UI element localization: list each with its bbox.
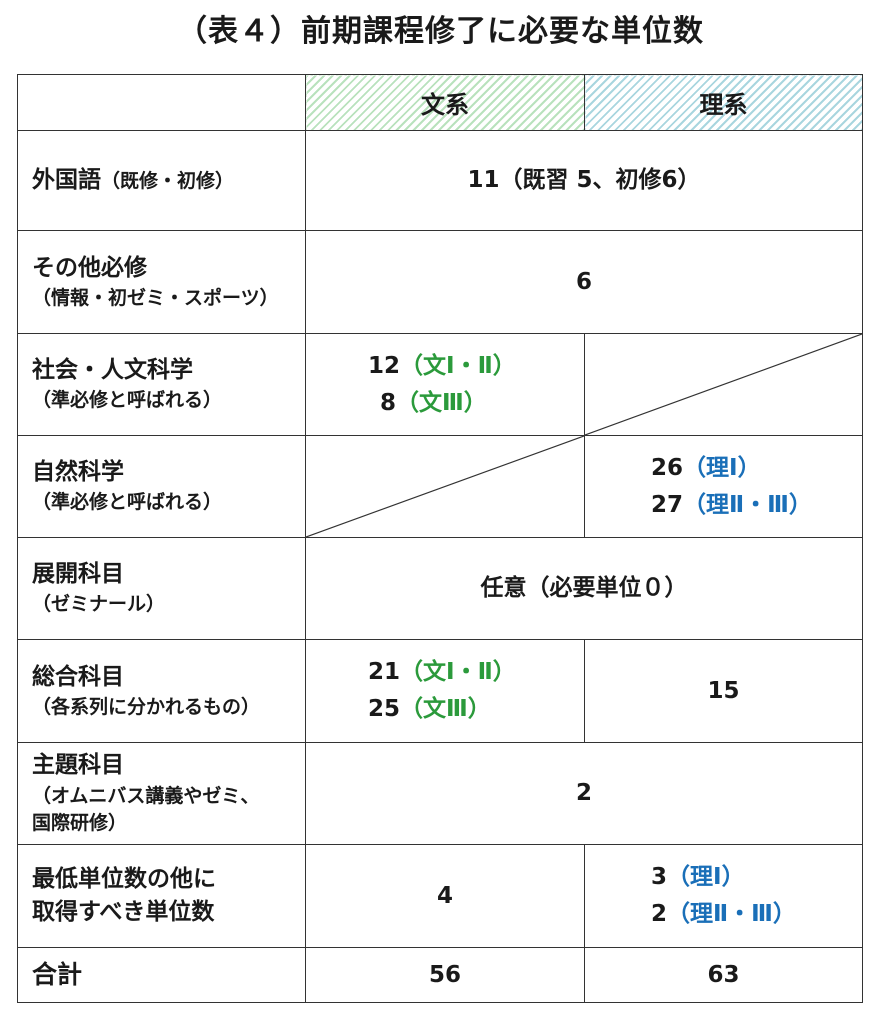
value-number: 12 bbox=[368, 352, 401, 379]
value-number: 21 bbox=[368, 659, 401, 686]
row-label-main: 総合科目 bbox=[32, 663, 124, 690]
table-row: 外国語（既修・初修） 11（既習 5、初修6） bbox=[17, 130, 863, 231]
row-label: 合計 bbox=[17, 947, 306, 1003]
row-label-main: 自然科学 bbox=[32, 459, 124, 486]
value-number: 3 bbox=[651, 864, 668, 891]
bunkei-value-cell: 21（文Ⅰ・Ⅱ） 25（文Ⅲ） bbox=[305, 639, 585, 743]
rikei-value-cell: 3（理Ⅰ） 2（理Ⅱ・Ⅲ） bbox=[584, 844, 863, 948]
table-row-total: 合計 56 63 bbox=[17, 947, 863, 1003]
rikei-total: 63 bbox=[584, 947, 863, 1003]
row-label-main: 合計 bbox=[32, 959, 83, 989]
table-row: その他必修 （情報・初ゼミ・スポーツ） 6 bbox=[17, 230, 863, 334]
value-note: （文Ⅰ・Ⅱ） bbox=[400, 659, 516, 686]
value-number: 2 bbox=[651, 901, 668, 927]
row-label-sub: （既修・初修） bbox=[101, 169, 235, 192]
row-value: 11（既習 5、初修6） bbox=[305, 130, 863, 231]
row-value: 2 bbox=[305, 742, 863, 845]
bunkei-value-cell: 12（文Ⅰ・Ⅱ） 8（文Ⅲ） bbox=[305, 333, 585, 436]
row-label: 自然科学 （準必修と呼ばれる） bbox=[17, 435, 306, 538]
row-value: 6 bbox=[305, 230, 863, 334]
header-bunkei: 文系 bbox=[305, 74, 585, 131]
value-note: （理Ⅱ・Ⅲ） bbox=[683, 491, 812, 518]
row-label-sub: （準必修と呼ばれる） bbox=[32, 491, 223, 514]
row-label: 最低単位数の他に 取得すべき単位数 bbox=[17, 844, 306, 948]
value-number: 26 bbox=[651, 454, 684, 481]
row-label-sub: 国際研修） bbox=[32, 812, 128, 835]
value-note: （文Ⅲ） bbox=[400, 696, 491, 722]
row-label-main: 展開科目 bbox=[32, 561, 124, 588]
table-row: 最低単位数の他に 取得すべき単位数 4 3（理Ⅰ） 2（理Ⅱ・Ⅲ） bbox=[17, 844, 863, 948]
rikei-value-cell: 26（理Ⅰ） 27（理Ⅱ・Ⅲ） bbox=[584, 435, 863, 538]
value-note: （理Ⅱ・Ⅲ） bbox=[667, 901, 796, 927]
row-label-sub: （準必修と呼ばれる） bbox=[32, 389, 223, 412]
row-label-main: 最低単位数の他に bbox=[32, 865, 216, 892]
row-label-main: 主題科目 bbox=[32, 752, 124, 779]
row-label-sub: （オムニバス講義やゼミ、 bbox=[32, 784, 260, 807]
row-label: 外国語（既修・初修） bbox=[17, 130, 306, 231]
header-rikei: 理系 bbox=[584, 74, 863, 131]
value-note: （理Ⅰ） bbox=[683, 454, 761, 481]
row-label-sub: （ゼミナール） bbox=[32, 593, 166, 616]
value-note: （文Ⅰ・Ⅱ） bbox=[400, 352, 516, 379]
row-label: 総合科目 （各系列に分かれるもの） bbox=[17, 639, 306, 743]
row-label-sub: （情報・初ゼミ・スポーツ） bbox=[32, 286, 279, 309]
header-empty-cell bbox=[17, 74, 306, 131]
header-row: 文系 理系 bbox=[17, 74, 863, 131]
bunkei-total: 56 bbox=[305, 947, 585, 1003]
row-label-main: 社会・人文科学 bbox=[32, 357, 193, 384]
row-value: 任意（必要単位０） bbox=[305, 537, 863, 640]
row-label: その他必修 （情報・初ゼミ・スポーツ） bbox=[17, 230, 306, 334]
table-row: 展開科目 （ゼミナール） 任意（必要単位０） bbox=[17, 537, 863, 640]
rikei-value-cell: 15 bbox=[584, 639, 863, 743]
row-label: 社会・人文科学 （準必修と呼ばれる） bbox=[17, 333, 306, 436]
row-label-main: 外国語 bbox=[32, 166, 101, 193]
table-row: 主題科目 （オムニバス講義やゼミ、 国際研修） 2 bbox=[17, 742, 863, 845]
credits-table: 文系 理系 外国語（既修・初修） 11（既習 5、初修6） その他必修 （情報・… bbox=[17, 74, 863, 1003]
diagonal-empty-cell bbox=[584, 333, 863, 436]
row-label: 主題科目 （オムニバス講義やゼミ、 国際研修） bbox=[17, 742, 306, 845]
table-title: （表４）前期課程修了に必要な単位数 bbox=[177, 14, 704, 49]
row-label: 展開科目 （ゼミナール） bbox=[17, 537, 306, 640]
row-label-main: その他必修 bbox=[32, 254, 147, 281]
table-row: 自然科学 （準必修と呼ばれる） 26（理Ⅰ） 27（理Ⅱ・Ⅲ） bbox=[17, 435, 863, 538]
diagonal-line bbox=[306, 436, 584, 537]
row-label-main: 取得すべき単位数 bbox=[32, 899, 215, 925]
value-note: （文Ⅲ） bbox=[396, 389, 487, 416]
table-row: 社会・人文科学 （準必修と呼ばれる） 12（文Ⅰ・Ⅱ） 8（文Ⅲ） bbox=[17, 333, 863, 436]
row-label-sub: （各系列に分かれるもの） bbox=[32, 695, 261, 718]
diagonal-empty-cell bbox=[305, 435, 585, 538]
value-number: 27 bbox=[651, 491, 684, 518]
value-number: 8 bbox=[380, 389, 397, 416]
table-row: 総合科目 （各系列に分かれるもの） 21（文Ⅰ・Ⅱ） 25（文Ⅲ） 15 bbox=[17, 639, 863, 743]
diagonal-line bbox=[585, 334, 862, 435]
value-number: 25 bbox=[368, 696, 401, 722]
value-note: （理Ⅰ） bbox=[667, 864, 745, 891]
bunkei-value-cell: 4 bbox=[305, 844, 585, 948]
